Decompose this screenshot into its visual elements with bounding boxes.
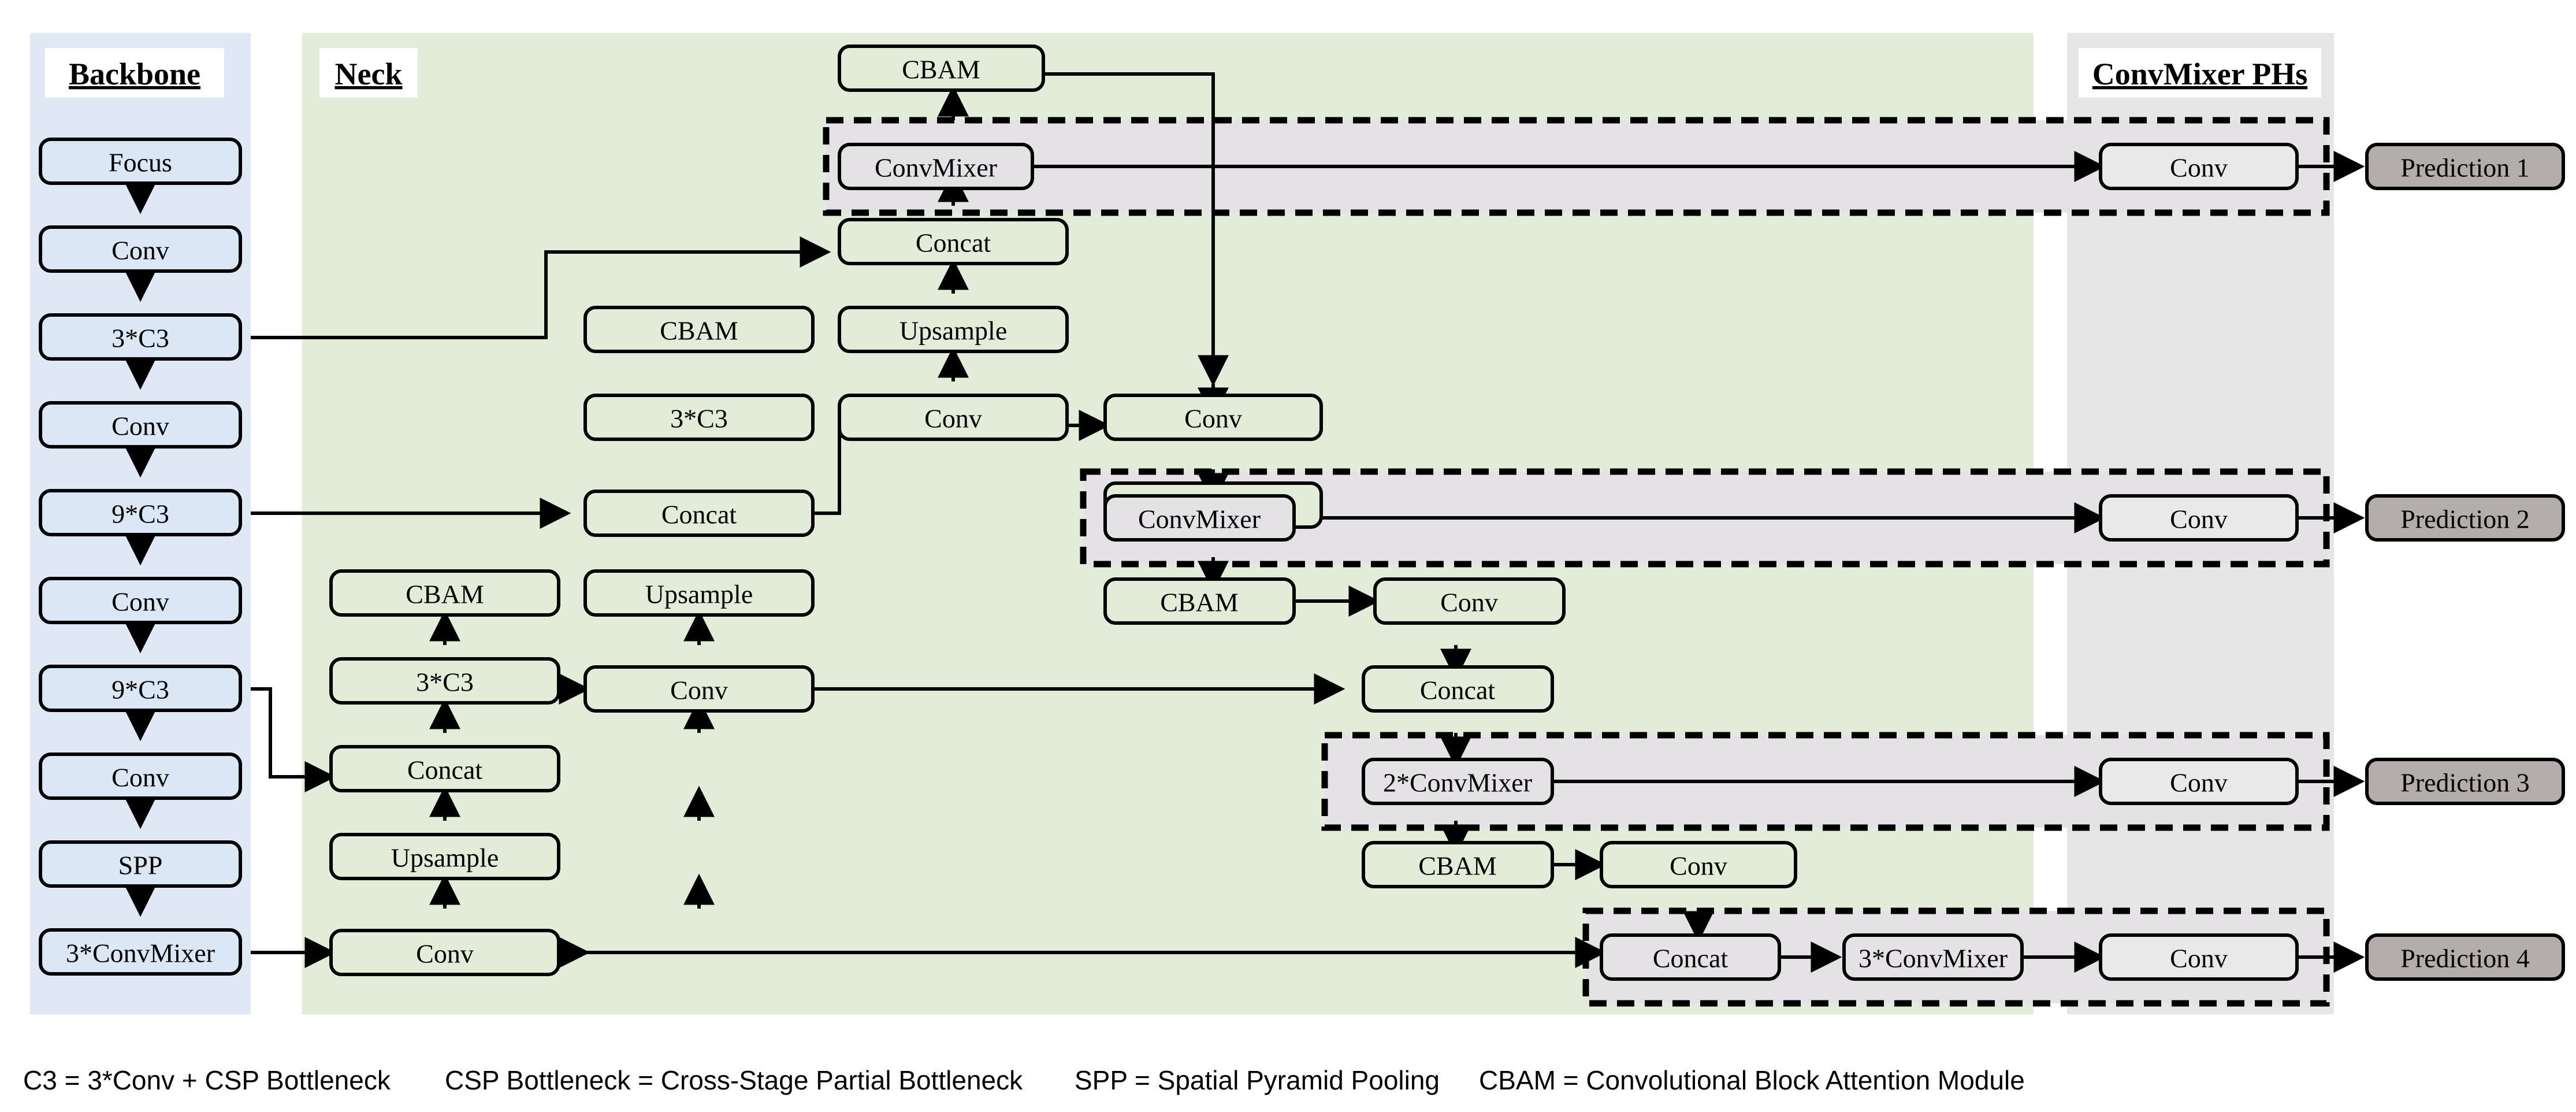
node-label: ConvMixer: [1138, 505, 1261, 534]
backbone-node-c3-9a[interactable]: 9*C3: [39, 489, 242, 536]
node-label: Upsample: [645, 580, 753, 609]
connector-edges: [125, 72, 2365, 973]
head-4-concat[interactable]: Concat: [1600, 933, 1781, 981]
neck-col2-node-conv[interactable]: Conv: [583, 665, 815, 713]
head-2-convmixer[interactable]: ConvMixer: [1103, 494, 1296, 542]
legend-item-cbam: CBAM = Convolutional Block Attention Mod…: [1479, 1065, 2025, 1095]
node-label: 3*C3: [111, 324, 169, 353]
neck-col1-node-cbam[interactable]: CBAM: [329, 569, 560, 617]
node-label: Concat: [661, 500, 737, 529]
head-4-prediction[interactable]: Prediction 4: [2365, 933, 2565, 981]
node-label: SPP: [118, 851, 163, 880]
node-label: CBAM: [902, 55, 980, 84]
node-label: Prediction 3: [2400, 768, 2530, 798]
backbone-node-spp[interactable]: SPP: [39, 840, 242, 888]
neck-col3-node-conv[interactable]: Conv: [838, 394, 1069, 441]
neck-col1-node-concat[interactable]: Concat: [329, 745, 560, 792]
node-label: Conv: [2170, 153, 2228, 183]
node-label: Conv: [1670, 851, 1727, 881]
node-label: CBAM: [660, 316, 738, 346]
head-3-prediction[interactable]: Prediction 3: [2365, 758, 2565, 805]
node-label: Conv: [1440, 588, 1498, 617]
node-label: Conv: [111, 412, 169, 441]
backbone-node-convmixer-3[interactable]: 3*ConvMixer: [39, 928, 242, 976]
node-label: Conv: [924, 404, 982, 433]
neck-title: Neck: [319, 48, 418, 98]
legend-item-spp: SPP = Spatial Pyramid Pooling: [1075, 1065, 1440, 1095]
node-label: Upsample: [899, 316, 1008, 346]
node-label: Conv: [111, 236, 169, 265]
node-label: CBAM: [1418, 851, 1496, 881]
node-label: Conv: [2170, 944, 2228, 973]
node-label: Prediction 4: [2400, 944, 2530, 973]
node-label: Focus: [109, 148, 172, 177]
head-3-conv[interactable]: Conv: [2099, 758, 2299, 805]
node-label: Prediction 1: [2400, 153, 2530, 183]
head-2-prediction[interactable]: Prediction 2: [2365, 494, 2565, 542]
neck-col4-node-cbam[interactable]: CBAM: [1103, 577, 1296, 625]
neck-col5-node-concat[interactable]: Concat: [1362, 665, 1554, 713]
node-label: Conv: [2170, 768, 2228, 798]
neck-col2-node-c3[interactable]: 3*C3: [583, 394, 815, 441]
node-label: Conv: [111, 763, 169, 792]
neck-col1-node-conv[interactable]: Conv: [329, 929, 560, 976]
node-label: Upsample: [391, 843, 499, 873]
node-label: Conv: [111, 587, 169, 617]
neck-col1-node-c3[interactable]: 3*C3: [329, 657, 560, 705]
backbone-title: Backbone: [45, 48, 224, 98]
neck-col3-node-concat[interactable]: Concat: [838, 218, 1069, 265]
node-label: 3*C3: [670, 404, 728, 433]
backbone-node-conv-4[interactable]: Conv: [39, 753, 242, 800]
neck-title-text: Neck: [335, 57, 403, 91]
neck-top-node-cbam[interactable]: CBAM: [838, 45, 1045, 92]
node-label: 3*ConvMixer: [1858, 944, 2008, 973]
node-label: 9*C3: [111, 499, 169, 529]
node-label: Conv: [416, 939, 474, 969]
node-label: Conv: [670, 676, 728, 705]
neck-col6-node-conv[interactable]: Conv: [1600, 841, 1797, 888]
legend-item-csp: CSP Bottleneck = Cross-Stage Partial Bot…: [445, 1065, 1023, 1095]
backbone-node-focus[interactable]: Focus: [39, 138, 242, 185]
node-label: Conv: [1184, 404, 1242, 433]
convmixer-phs-title: ConvMixer PHs: [2079, 48, 2321, 98]
backbone-node-c3-3[interactable]: 3*C3: [39, 313, 242, 361]
node-label: Concat: [407, 755, 483, 785]
node-label: 2*ConvMixer: [1383, 768, 1532, 798]
head-2-conv[interactable]: Conv: [2099, 494, 2299, 542]
node-label: CBAM: [1160, 588, 1238, 617]
node-label: 9*C3: [111, 675, 169, 705]
node-label: 3*ConvMixer: [66, 939, 215, 968]
node-label: Concat: [1653, 944, 1729, 973]
neck-col2-node-concat[interactable]: Concat: [583, 490, 815, 537]
head-1-prediction[interactable]: Prediction 1: [2365, 143, 2565, 190]
neck-col5-node-cbam[interactable]: CBAM: [1362, 841, 1554, 888]
head-3-convmixer[interactable]: 2*ConvMixer: [1362, 758, 1554, 805]
backbone-node-conv-3[interactable]: Conv: [39, 577, 242, 624]
neck-col3-node-upsample[interactable]: Upsample: [838, 306, 1069, 353]
node-label: Prediction 2: [2400, 505, 2530, 534]
head-1-convmixer[interactable]: ConvMixer: [838, 143, 1034, 190]
backbone-node-conv-1[interactable]: Conv: [39, 225, 242, 273]
legend-item-c3: C3 = 3*Conv + CSP Bottleneck: [23, 1065, 391, 1095]
neck-col5-node-conv[interactable]: Conv: [1373, 577, 1566, 625]
neck-col1-node-upsample[interactable]: Upsample: [329, 833, 560, 880]
node-label: CBAM: [406, 580, 484, 609]
node-label: Concat: [916, 228, 991, 258]
node-label: 3*C3: [416, 668, 474, 697]
neck-col2-node-upsample[interactable]: Upsample: [583, 569, 815, 617]
head-1-conv[interactable]: Conv: [2099, 143, 2299, 190]
head-4-convmixer[interactable]: 3*ConvMixer: [1842, 933, 2024, 981]
backbone-node-c3-9b[interactable]: 9*C3: [39, 665, 242, 712]
head-4-conv[interactable]: Conv: [2099, 933, 2299, 981]
node-label: Concat: [1420, 676, 1496, 705]
neck-col4-node-conv[interactable]: Conv: [1103, 394, 1323, 441]
node-label: Conv: [2170, 505, 2228, 534]
convmixer-phs-title-text: ConvMixer PHs: [2092, 57, 2307, 91]
neck-col2-node-cbam[interactable]: CBAM: [583, 306, 815, 353]
backbone-node-conv-2[interactable]: Conv: [39, 401, 242, 448]
backbone-title-text: Backbone: [69, 57, 200, 91]
node-label: ConvMixer: [875, 153, 997, 183]
